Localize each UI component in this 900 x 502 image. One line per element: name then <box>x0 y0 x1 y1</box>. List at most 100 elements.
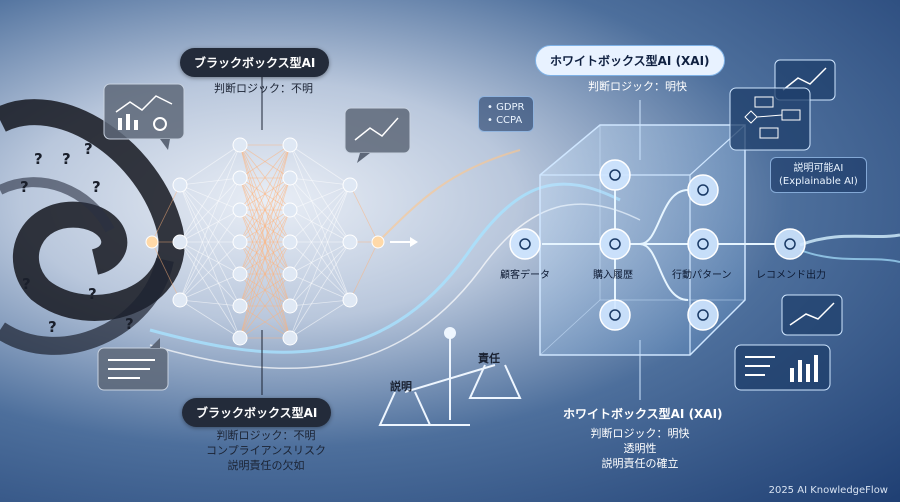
nn-node <box>232 266 248 282</box>
nn-node <box>342 292 358 308</box>
nn-node <box>282 170 298 186</box>
whitebox-bottom-title: ホワイトボックス型AI (XAI) <box>563 407 723 421</box>
nn-edge <box>289 241 351 301</box>
nn-edge <box>179 299 241 339</box>
nn-edge <box>179 184 241 275</box>
xai-node-icon <box>519 238 531 250</box>
xai-node <box>687 228 719 260</box>
flow-node-label: レコメンド出力 <box>756 270 826 281</box>
nn-edge <box>289 241 351 275</box>
question-mark-icon: ? <box>92 178 101 196</box>
nn-edge <box>349 241 379 301</box>
nn-edge <box>179 177 241 301</box>
blackbox-logic-label: 判断ロジック：不明 <box>214 82 313 95</box>
regulation-gdpr: • GDPR <box>487 102 525 113</box>
nn-edge <box>239 177 291 339</box>
flow-node-label: 顧客データ <box>500 270 550 281</box>
question-mark-icon: ? <box>125 315 134 333</box>
nn-node <box>172 292 188 308</box>
xai-node <box>687 174 719 206</box>
question-mark-icon: ? <box>22 275 31 293</box>
blackbox-line-1: 判断ロジック：不明 <box>216 429 316 442</box>
chart-bubble-mid-left <box>344 107 411 163</box>
nn-node <box>342 234 358 250</box>
nn-edge <box>239 144 291 275</box>
nn-node <box>232 330 248 346</box>
nn-edge <box>179 144 241 186</box>
xai-node-icon <box>697 309 709 321</box>
nn-edge <box>239 209 291 339</box>
nn-edge <box>289 184 351 339</box>
nn-edge <box>239 144 291 211</box>
whitebox-line-2: 透明性 <box>623 442 657 455</box>
xai-badge-line-1: 説明可能AI <box>793 163 844 174</box>
text-bubble-bottom-left <box>97 338 169 391</box>
nn-edge <box>179 177 241 186</box>
nn-edge <box>179 184 241 307</box>
blackbox-line-3: 説明責任の欠如 <box>227 459 305 472</box>
nn-edge <box>179 241 241 275</box>
regulation-ccpa: • CCPA <box>487 115 523 126</box>
whitebox-bottom-list: 判断ロジック：明快 透明性 説明責任の確立 <box>570 426 710 471</box>
nn-node <box>371 235 385 249</box>
nn-edge <box>289 241 351 339</box>
xai-node <box>774 228 806 260</box>
nn-edge <box>179 241 241 339</box>
nn-edge <box>239 273 291 339</box>
blackbox-bottom-title-pill: ブラックボックス型AI <box>182 398 332 427</box>
nn-edge <box>289 184 351 307</box>
chart-bubble-top-left <box>103 83 185 150</box>
nn-edge <box>289 144 351 186</box>
scale-label-left: 説明 <box>390 380 412 393</box>
nn-edge <box>289 273 351 301</box>
nn-edge <box>289 241 351 307</box>
nn-node <box>172 234 188 250</box>
nn-node <box>282 330 298 346</box>
question-mark-icon: ? <box>34 150 43 168</box>
nn-edge <box>239 144 291 339</box>
nn-edge <box>179 209 241 243</box>
blackbox-bottom-list: 判断ロジック：不明 コンプライアンスリスク 説明責任の欠如 <box>196 428 336 473</box>
nn-edge <box>289 209 351 301</box>
nn-edge <box>179 241 241 307</box>
nn-edge <box>239 305 291 339</box>
nn-edge <box>151 241 181 301</box>
nn-edge <box>179 184 241 211</box>
nn-edge <box>289 184 351 211</box>
report-panel-bottom-right <box>734 344 831 391</box>
nn-node <box>282 298 298 314</box>
nn-node <box>282 137 298 153</box>
xai-node-icon <box>609 238 621 250</box>
nn-node <box>232 234 248 250</box>
nn-edge <box>179 184 241 243</box>
flowchart-panel <box>729 87 811 151</box>
nn-node <box>232 137 248 153</box>
xai-node-icon <box>609 309 621 321</box>
nn-edge <box>179 144 241 243</box>
scale-of-justice <box>378 327 522 426</box>
xai-node-icon <box>609 169 621 181</box>
question-mark-icon: ? <box>62 150 71 168</box>
regulation-chip: • GDPR • CCPA <box>478 96 534 132</box>
xai-node-icon <box>784 238 796 250</box>
nn-edge <box>289 299 351 339</box>
nn-edge <box>239 241 291 339</box>
line-chart-panel-mid-right <box>781 294 843 336</box>
nn-edge <box>289 184 351 275</box>
question-mark-icon: ? <box>84 140 93 158</box>
xai-node <box>599 299 631 331</box>
question-mark-icon: ? <box>20 178 29 196</box>
nn-edge <box>349 184 379 243</box>
nn-edge <box>179 241 241 301</box>
xai-node <box>599 159 631 191</box>
nn-node <box>282 266 298 282</box>
whitebox-logic-label: 判断ロジック：明快 <box>588 80 687 93</box>
nn-edge <box>289 177 351 243</box>
nn-edge <box>179 299 241 307</box>
xai-node-icon <box>697 238 709 250</box>
nn-output-arrowhead <box>410 237 418 247</box>
vortex <box>0 99 185 355</box>
nn-edge <box>289 209 351 243</box>
nn-node <box>232 298 248 314</box>
